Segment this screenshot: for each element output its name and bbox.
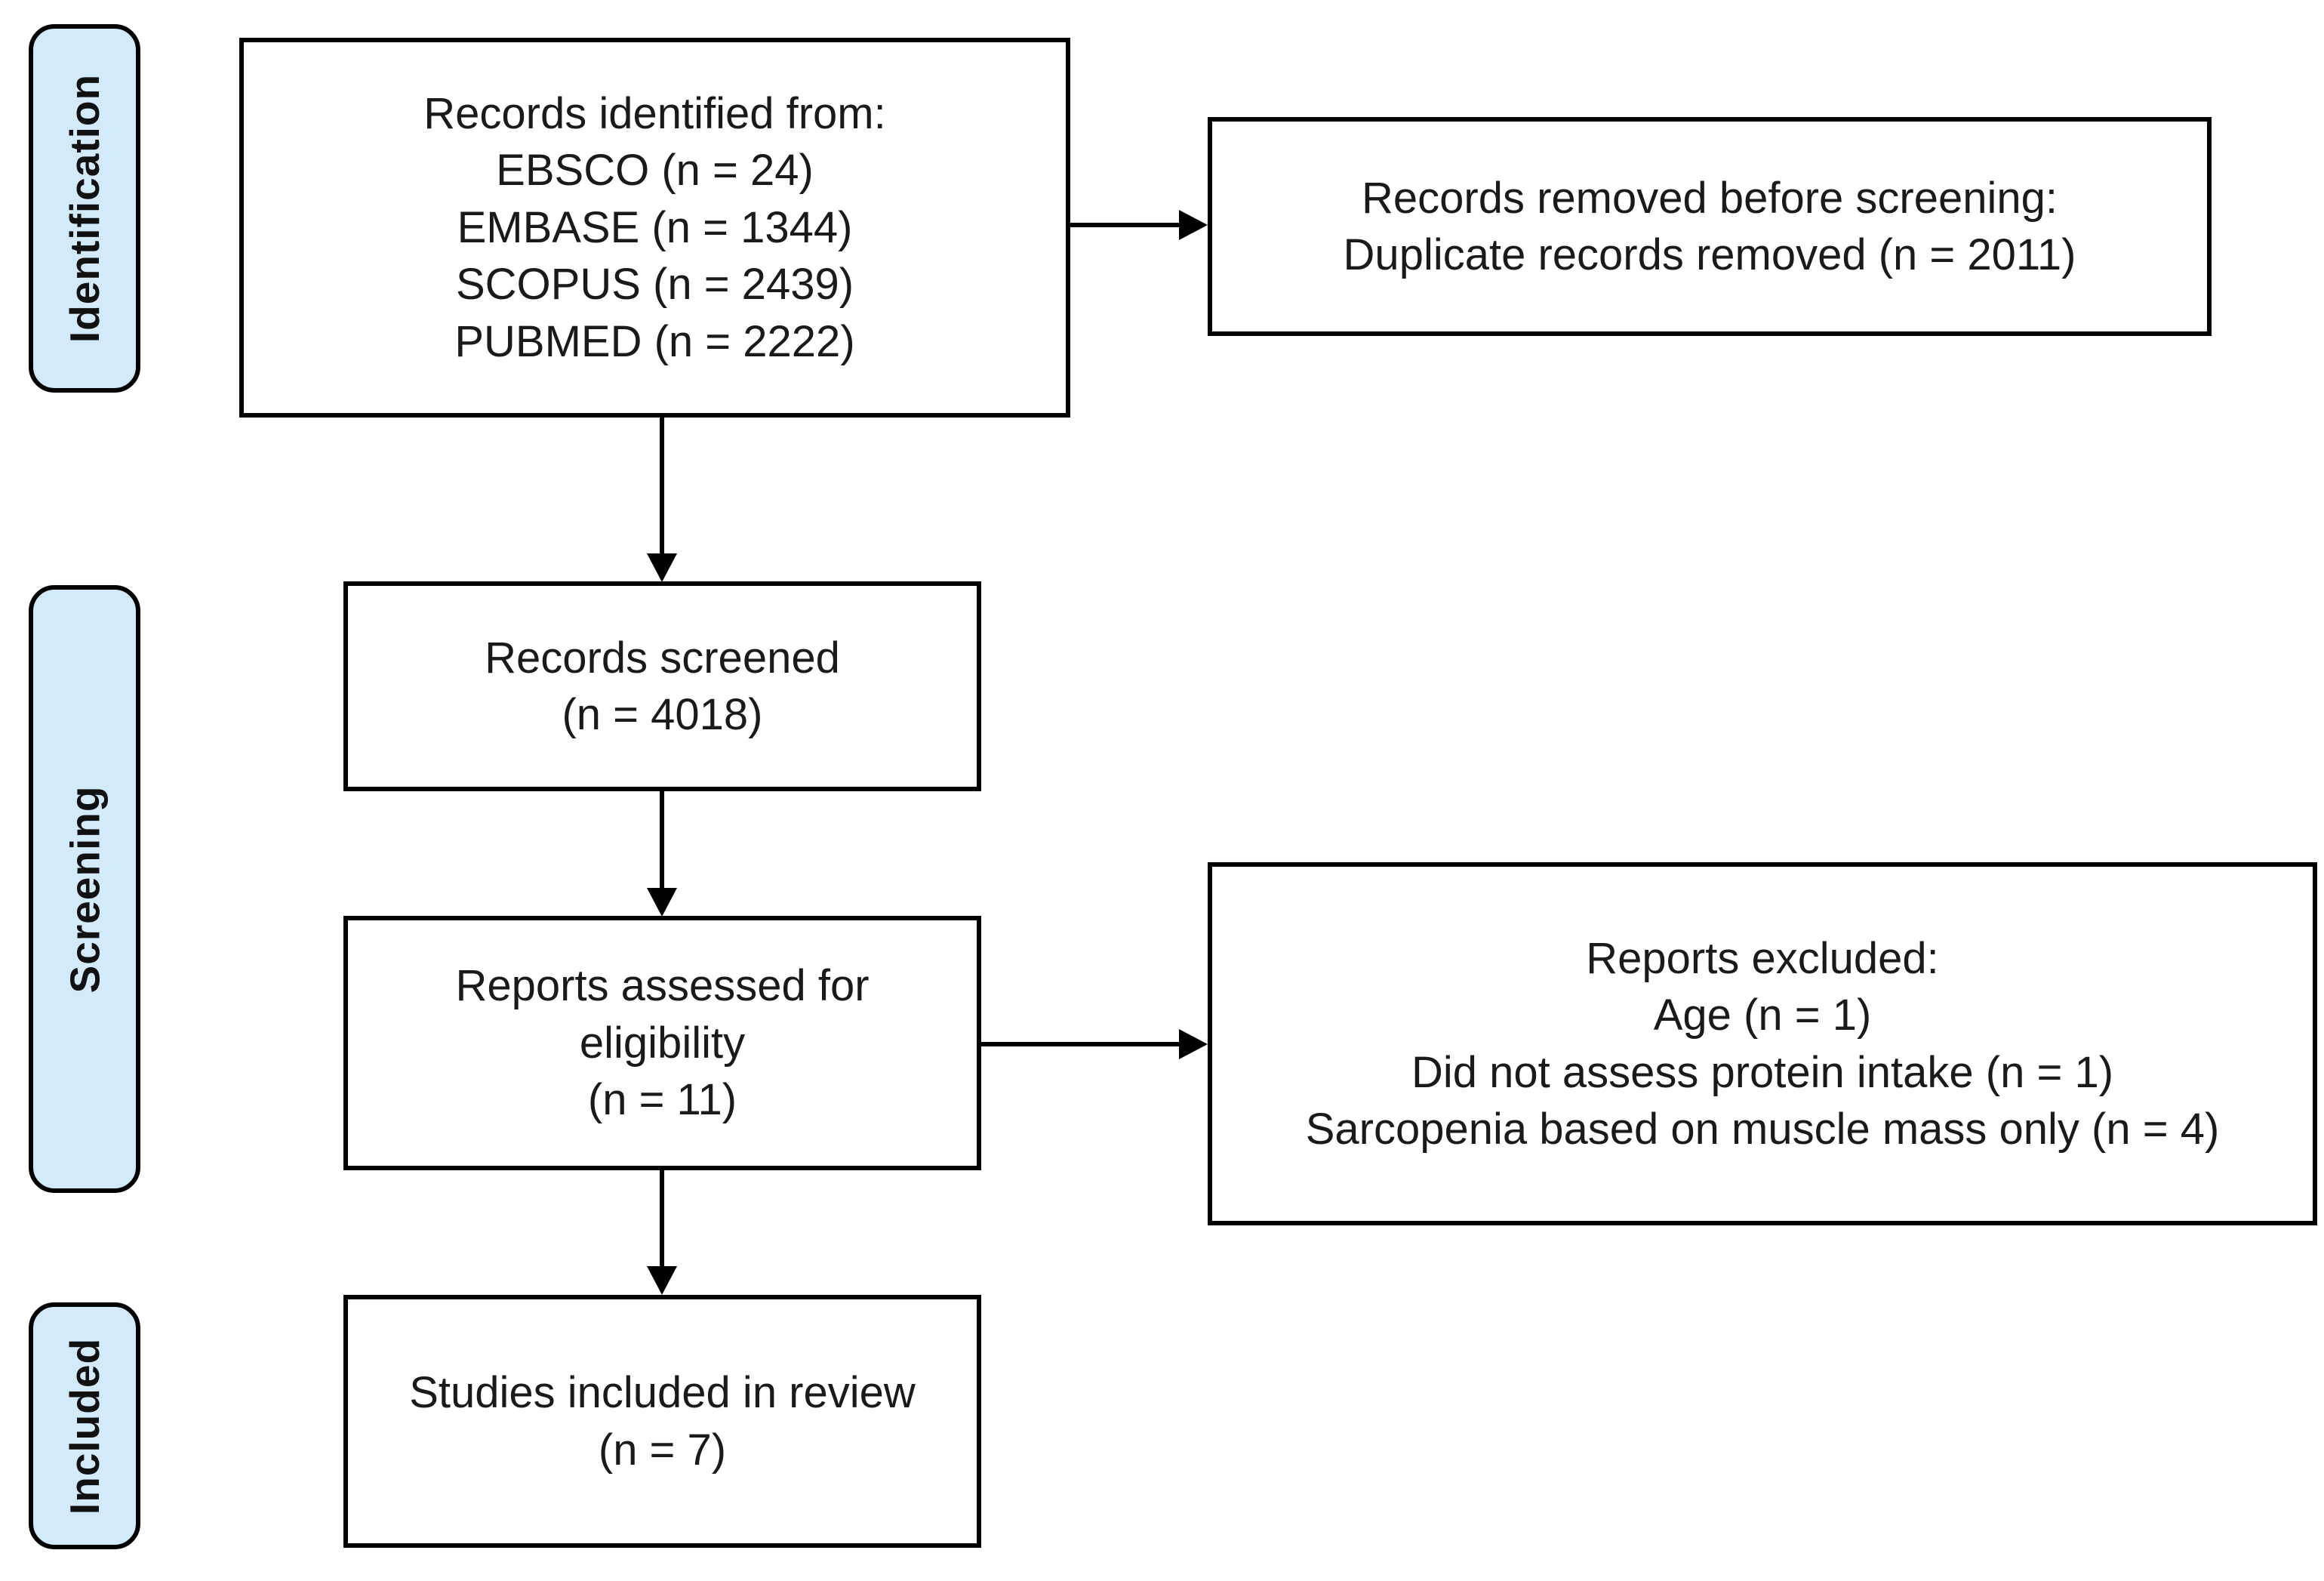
arrow-identified-to-screened-line (660, 418, 664, 559)
records-identified-ebsco: EBSCO (n = 24) (496, 146, 814, 196)
reports-excluded-protein: Did not assess protein intake (n = 1) (1411, 1047, 2114, 1097)
reports-excluded-sarcopenia: Sarcopenia based on muscle mass only (n … (1305, 1104, 2220, 1154)
records-removed-box: Records removed before screening: Duplic… (1208, 117, 2212, 336)
stage-screening-label: Screening (61, 785, 108, 993)
arrow-screened-to-assessed-line (660, 791, 664, 891)
records-removed-duplicates: Duplicate records removed (n = 2011) (1343, 230, 2076, 279)
stage-screening: Screening (29, 585, 140, 1193)
reports-assessed-count: (n = 11) (587, 1075, 737, 1125)
studies-included-count: (n = 7) (598, 1425, 727, 1475)
studies-included-box: Studies included in review (n = 7) (343, 1295, 981, 1548)
arrow-assessed-to-excluded-line (981, 1042, 1182, 1046)
reports-assessed-title-2: eligibility (579, 1018, 746, 1068)
stage-included-label: Included (61, 1337, 108, 1515)
reports-assessed-title: Reports assessed for (455, 961, 870, 1011)
records-screened-box: Records screened (n = 4018) (343, 581, 981, 791)
arrowhead-down-icon (647, 888, 677, 917)
records-screened-count: (n = 4018) (562, 690, 763, 739)
records-identified-scopus: SCOPUS (n = 2439) (455, 260, 854, 310)
reports-excluded-age: Age (n = 1) (1653, 991, 1872, 1040)
records-removed-title: Records removed before screening: (1361, 173, 2058, 223)
reports-excluded-title: Reports excluded: (1586, 933, 1939, 983)
arrowhead-right-icon (1179, 1029, 1208, 1059)
reports-assessed-box: Reports assessed for eligibility (n = 11… (343, 916, 981, 1170)
records-identified-embase: EMBASE (n = 1344) (457, 202, 853, 252)
arrowhead-down-icon (647, 553, 677, 582)
records-identified-title: Records identified from: (423, 89, 886, 139)
arrow-assessed-to-included-line (660, 1170, 664, 1268)
arrowhead-right-icon (1179, 210, 1208, 240)
stage-identification-label: Identification (61, 73, 109, 344)
records-screened-title: Records screened (485, 633, 840, 683)
stage-included: Included (29, 1302, 140, 1549)
arrow-identified-to-removed-line (1070, 223, 1184, 227)
records-identified-pubmed: PUBMED (n = 2222) (454, 316, 855, 366)
reports-excluded-box: Reports excluded: Age (n = 1) Did not as… (1208, 862, 2317, 1225)
arrowhead-down-icon (647, 1266, 677, 1295)
records-identified-box: Records identified from: EBSCO (n = 24) … (239, 38, 1070, 418)
stage-identification: Identification (29, 24, 140, 393)
studies-included-title: Studies included in review (409, 1368, 916, 1418)
